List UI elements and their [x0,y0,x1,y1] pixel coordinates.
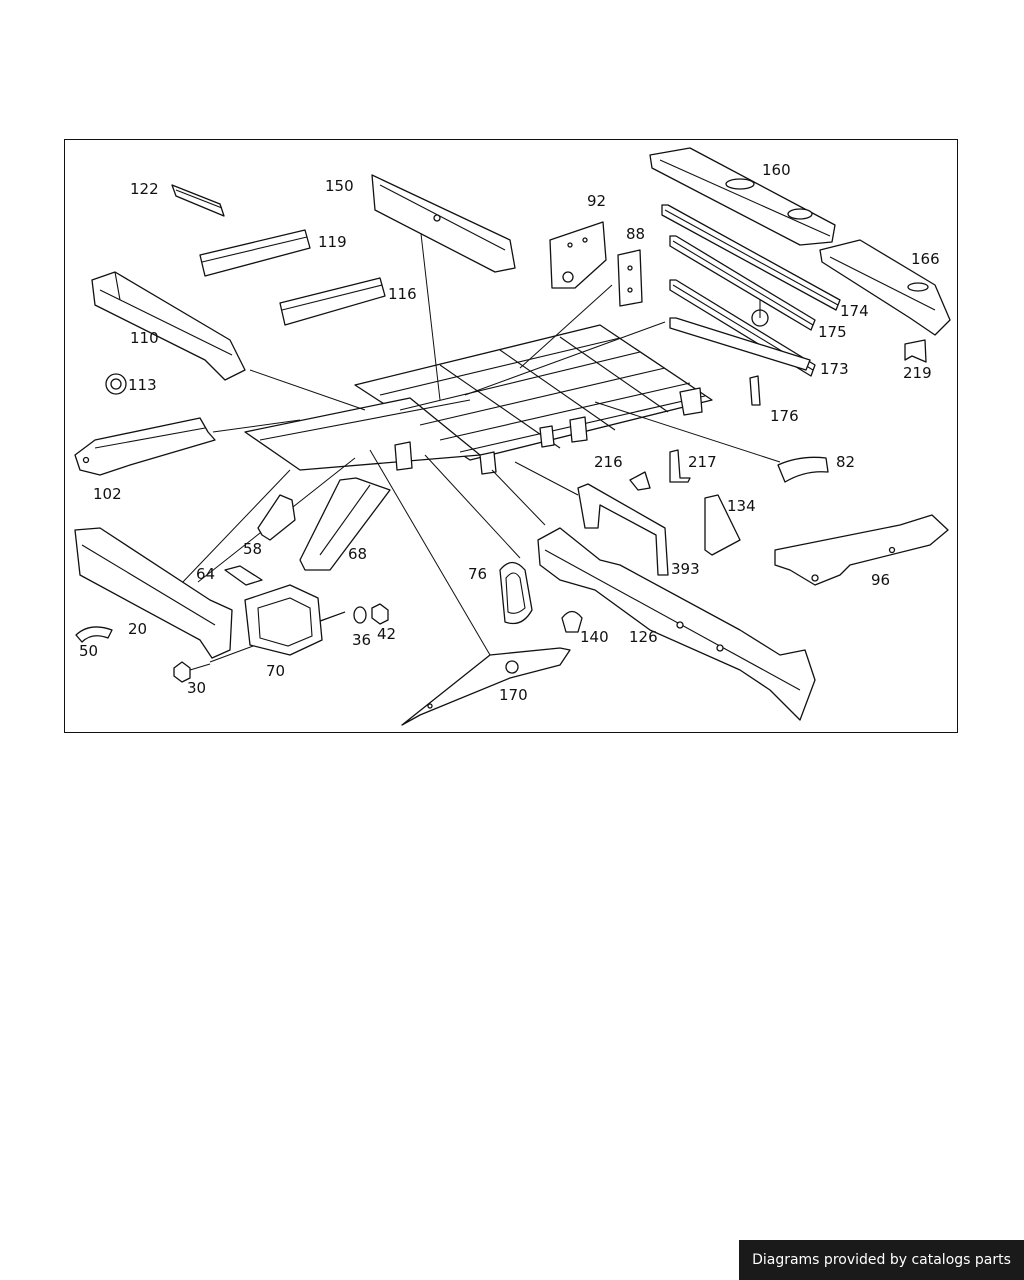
part-174[interactable] [661,204,841,311]
part-166[interactable] [819,239,951,336]
callout-50: 50 [79,642,98,660]
part-50[interactable] [75,626,113,643]
part-102[interactable] [74,417,216,476]
part-170[interactable] [401,647,571,726]
callout-70: 70 [266,662,285,680]
callout-58: 58 [243,540,262,558]
part-219[interactable] [904,339,927,363]
credit-banner: Diagrams provided by catalogs parts [739,1240,1024,1280]
part-119[interactable] [199,229,311,277]
callout-119: 119 [318,233,347,251]
callout-173: 173 [820,360,849,378]
credit-text: Diagrams provided by catalogs parts [752,1252,1011,1268]
part-126[interactable] [537,527,816,721]
part-58[interactable] [257,494,296,541]
part-140[interactable] [561,610,583,633]
part-96[interactable] [774,514,949,586]
part-116[interactable] [279,277,386,326]
callout-labels: 122 150 119 116 110 113 102 92 88 160 16… [79,161,940,704]
part-176[interactable] [669,317,811,406]
part-68[interactable] [299,477,391,571]
callout-216: 216 [594,453,623,471]
callout-219: 219 [903,364,932,382]
callout-393: 393 [671,560,700,578]
callout-82: 82 [836,453,855,471]
part-216[interactable] [629,471,651,491]
part-42[interactable] [371,603,389,625]
part-160[interactable] [649,147,836,246]
callout-110: 110 [130,329,159,347]
part-36[interactable] [353,606,367,624]
callout-30: 30 [187,679,206,697]
callout-175: 175 [818,323,847,341]
callout-68: 68 [348,545,367,563]
part-110[interactable] [91,271,246,381]
callout-96: 96 [871,571,890,589]
callout-64: 64 [196,565,215,583]
diagram-frame [64,139,958,733]
leader-lines [179,224,781,663]
callout-140: 140 [580,628,609,646]
part-82[interactable] [777,456,829,483]
callout-170: 170 [499,686,528,704]
part-92[interactable] [549,221,607,289]
callout-102: 102 [93,485,122,503]
callout-122: 122 [130,180,159,198]
callout-20: 20 [128,620,147,638]
part-113[interactable] [105,373,127,395]
part-175[interactable] [669,235,816,331]
callout-126: 126 [629,628,658,646]
callout-76: 76 [468,565,487,583]
part-64[interactable] [224,565,263,586]
part-150[interactable] [371,174,516,273]
callout-113: 113 [128,376,157,394]
part-20[interactable] [74,527,233,659]
part-30[interactable] [173,661,211,683]
part-70[interactable] [244,584,323,656]
part-76[interactable] [499,561,533,625]
callout-36: 36 [352,631,371,649]
callout-174: 174 [840,302,869,320]
callout-134: 134 [727,497,756,515]
part-134[interactable] [704,494,741,556]
callout-92: 92 [587,192,606,210]
callout-176: 176 [770,407,799,425]
callout-42: 42 [377,625,396,643]
floor-frame-assembly [244,324,713,475]
callout-116: 116 [388,285,417,303]
callout-150: 150 [325,177,354,195]
callout-88: 88 [626,225,645,243]
part-88[interactable] [617,249,643,307]
part-122[interactable] [171,184,225,217]
callout-166: 166 [911,250,940,268]
callout-160: 160 [762,161,791,179]
part-217[interactable] [669,449,691,483]
part-393[interactable] [577,483,669,576]
callout-217: 217 [688,453,717,471]
